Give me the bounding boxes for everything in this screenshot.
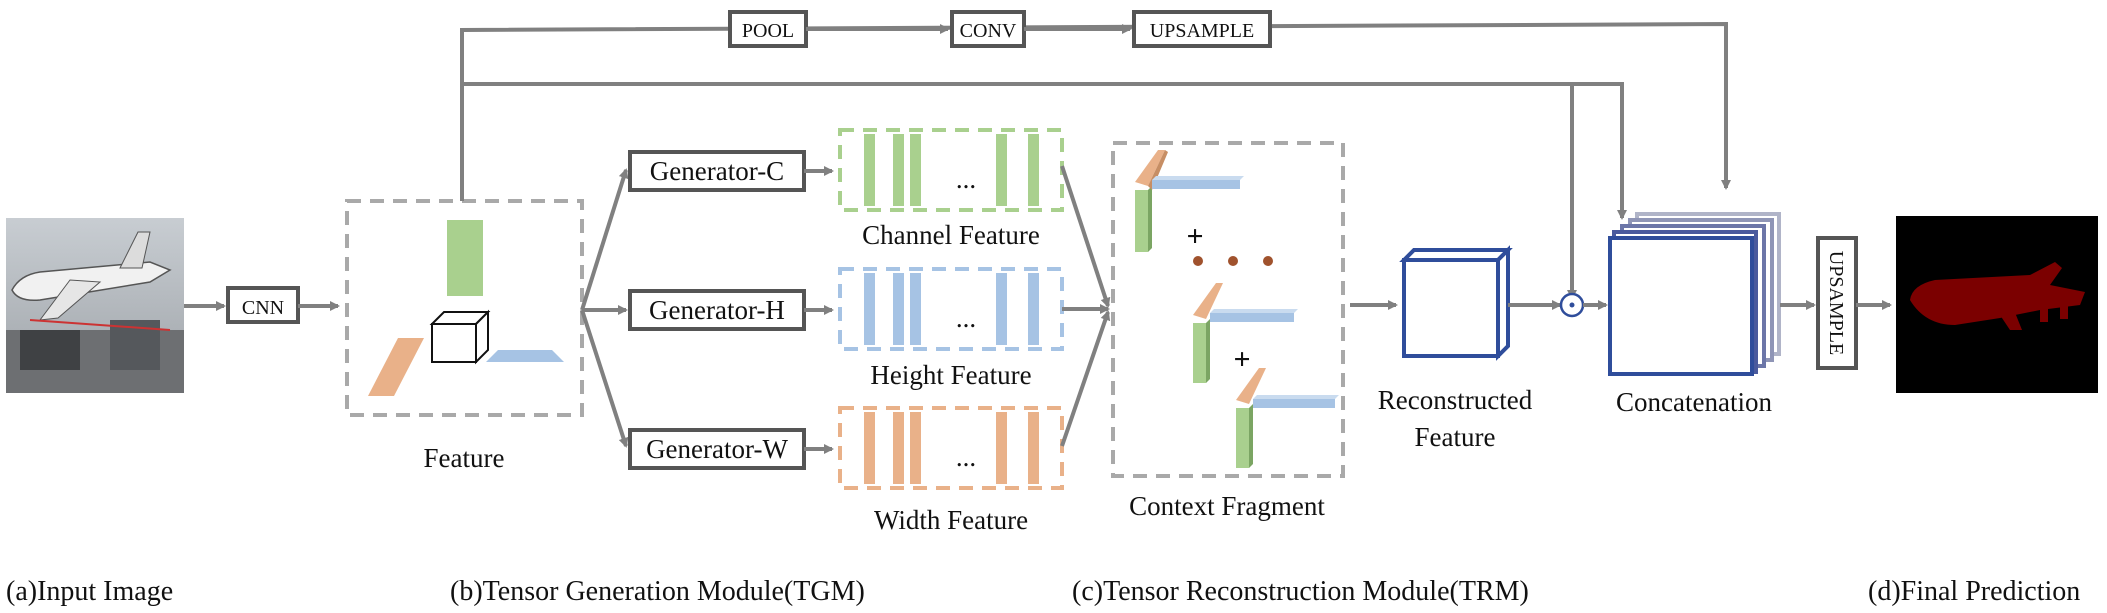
feature-box xyxy=(345,199,584,417)
final-prediction-image xyxy=(1896,216,2098,393)
plus-sign-1: + xyxy=(1186,220,1203,253)
fragment-2 xyxy=(1193,283,1298,383)
height-ellipsis: ... xyxy=(956,303,976,333)
channel-ellipsis: ... xyxy=(956,164,976,194)
plus-sign-2: + xyxy=(1233,343,1250,376)
generator-h-label: Generator-H xyxy=(649,295,785,325)
concatenation-stack xyxy=(1608,212,1781,376)
generator-h-box xyxy=(628,289,806,331)
section-a-label: (a)Input Image xyxy=(6,576,173,607)
width-feature-group: ... xyxy=(838,406,1064,490)
feature-channel-slab xyxy=(447,220,483,296)
section-b-label: (b)Tensor Generation Module(TGM) xyxy=(450,576,865,607)
feature-cube-icon xyxy=(429,309,491,365)
context-fragment-box xyxy=(1111,141,1345,478)
feature-height-slab xyxy=(368,338,424,396)
dot-1 xyxy=(1193,256,1203,266)
height-feature-group: ... xyxy=(838,267,1064,351)
fragment-3 xyxy=(1236,368,1339,468)
section-d-label: (d)Final Prediction xyxy=(1868,576,2080,607)
reconstructed-label-line1: Reconstructed xyxy=(1378,385,1533,415)
width-ellipsis: ... xyxy=(956,442,976,472)
reconstructed-cube xyxy=(1399,245,1513,361)
fragment-1 xyxy=(1135,150,1244,252)
middle-skip-path xyxy=(462,82,1627,220)
generator-c-label: Generator-C xyxy=(650,156,784,186)
dot-2 xyxy=(1228,256,1238,266)
height-feature-label: Height Feature xyxy=(870,360,1031,390)
reconstructed-label-line2: Feature xyxy=(1415,422,1496,452)
channel-feature-group: ... xyxy=(838,128,1064,212)
upsample-vertical-box xyxy=(1816,236,1858,370)
upsample-box xyxy=(1132,10,1272,48)
width-feature-label: Width Feature xyxy=(874,505,1028,535)
concatenation-label: Concatenation xyxy=(1616,387,1772,417)
feature-width-slab xyxy=(486,350,564,362)
context-fragment-label: Context Fragment xyxy=(1129,491,1325,521)
upsample-label: UPSAMPLE xyxy=(1150,20,1254,42)
feature-label: Feature xyxy=(424,443,505,473)
dot-3 xyxy=(1263,256,1273,266)
upsample-vertical-label: UPSAMPLE xyxy=(1825,251,1847,355)
cnn-label: CNN xyxy=(242,297,284,319)
conv-box xyxy=(950,10,1026,48)
cnn-box xyxy=(226,286,300,324)
channel-feature-label: Channel Feature xyxy=(862,220,1040,250)
circle-dot-icon xyxy=(1559,292,1585,318)
conv-label: CONV xyxy=(960,20,1017,42)
section-c-label: (c)Tensor Reconstruction Module(TRM) xyxy=(1072,576,1529,607)
input-image xyxy=(6,218,184,393)
pool-label: POOL xyxy=(742,20,794,42)
generator-w-label: Generator-W xyxy=(646,434,788,464)
